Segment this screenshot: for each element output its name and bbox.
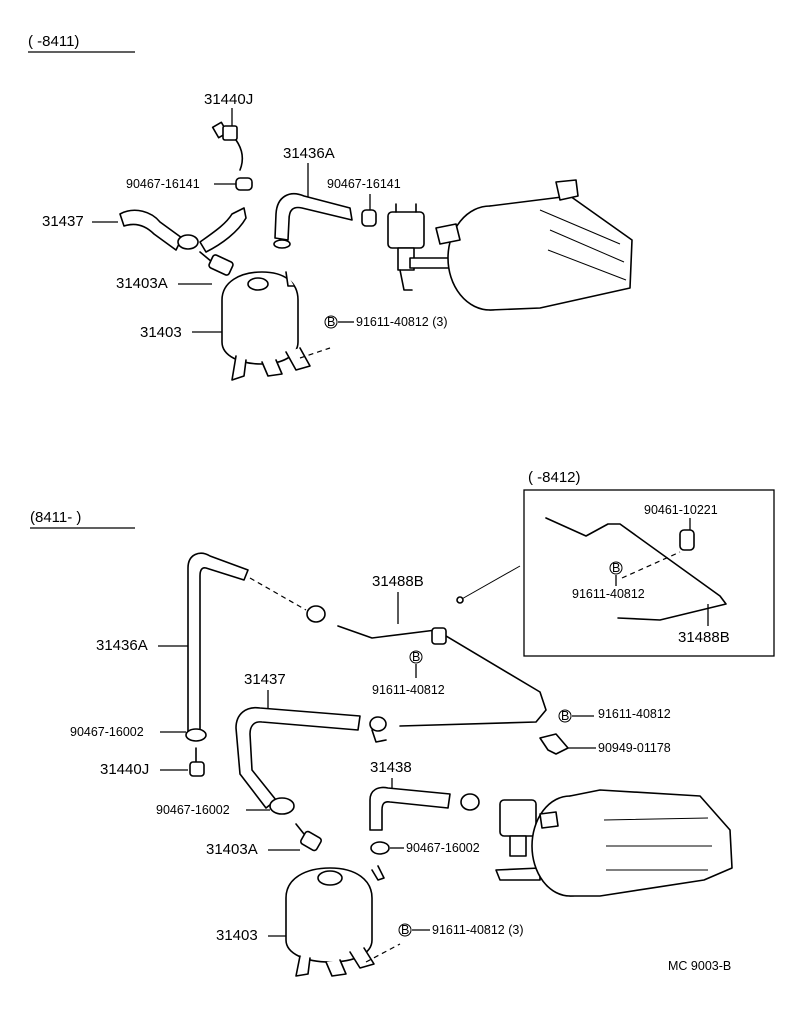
valve-31403A (295, 823, 322, 852)
bottom-label-clamp-c: 90467-16002 (406, 841, 480, 855)
inset-box (523, 489, 775, 657)
top-label-bolt: 91611-40812 (3) (356, 315, 448, 329)
top-label-clamp-right: 90467-16141 (327, 177, 401, 191)
inset-pointer-dot (456, 596, 464, 604)
bottom-bolt-badge-text: B (401, 923, 409, 937)
clamp (370, 841, 390, 855)
clamp-bracket (539, 733, 569, 755)
bolt-badge (609, 561, 623, 575)
hose-31438 (369, 786, 451, 831)
booster-assembly-top (387, 179, 633, 311)
bottom-label-31436A: 31436A (96, 637, 148, 654)
footer-code: MC 9003-B (668, 959, 731, 973)
dashed-leader (621, 551, 681, 579)
pipe-31488B (337, 625, 547, 727)
clamp (369, 716, 387, 732)
bottom-label-bolt-bottom: 91611-40812 (3) (432, 923, 524, 937)
valve-31440J (211, 121, 244, 171)
clip (431, 627, 447, 645)
bottom-label-bolt-right: 91611-40812 (598, 707, 671, 721)
inset-label-bolt: 91611-40812 (572, 587, 645, 601)
bottom-label-31437: 31437 (244, 671, 286, 688)
clamp (269, 797, 295, 815)
clamp (185, 728, 207, 742)
inset-label-clip: 90461-10221 (644, 503, 718, 517)
hose-31436A (187, 552, 249, 735)
tank-31403 (221, 271, 311, 381)
clamp (460, 793, 480, 811)
bottom-label-31438: 31438 (370, 759, 412, 776)
top-label-31403: 31403 (140, 324, 182, 341)
top-label-31436A: 31436A (283, 145, 335, 162)
bolt-badge (558, 709, 572, 723)
bottom-label-clamp-a: 90467-16002 (70, 725, 144, 739)
bolt-badge (324, 315, 338, 329)
hose-31436A (274, 192, 353, 241)
bottom-bolt-mid-badge-text: B (412, 650, 420, 664)
hose-31437-b (199, 207, 247, 253)
valve-31440J (189, 747, 205, 777)
bottom-label-clamp-bracket: 90949-01178 (598, 741, 671, 755)
bottom-label-31403: 31403 (216, 927, 258, 944)
bottom-label-31403A: 31403A (206, 841, 258, 858)
top-label-31440J: 31440J (204, 91, 253, 108)
inset-range-label: ( -8412) (528, 469, 581, 486)
clamp (306, 605, 326, 623)
bottom-label-31440J: 31440J (100, 761, 149, 778)
clamp (177, 234, 199, 250)
dashed-leader (299, 347, 331, 359)
tank-31403 (285, 865, 385, 977)
top-label-clamp-left: 90467-16141 (126, 177, 200, 191)
hose-31437 (235, 706, 361, 809)
clamp (273, 239, 291, 249)
top-range-label: ( -8411) (28, 33, 79, 50)
bolt-badge (409, 650, 423, 664)
inset-pipe-31488B (545, 517, 727, 621)
hose-31437 (119, 209, 183, 251)
top-label-31403A: 31403A (116, 275, 168, 292)
bottom-label-31488B: 31488B (372, 573, 424, 590)
inset-label-pipe: 31488B (678, 629, 730, 646)
bottom-section: (8411- ) ( -8412) 90461-10221 B 91611-40… (30, 469, 775, 977)
clamp (235, 177, 253, 191)
inset-pointer (459, 565, 521, 601)
top-section: ( -8411) 31440J 31436A 90467-16141 90467… (28, 33, 633, 381)
booster-assembly-bottom (495, 789, 733, 897)
clip (679, 529, 695, 551)
valve-31403A (199, 251, 234, 276)
dashed-leader (249, 577, 307, 611)
clamp-tab (371, 729, 387, 743)
top-bolt-badge-text: B (327, 315, 335, 329)
bottom-label-clamp-b: 90467-16002 (156, 803, 230, 817)
bolt-badge (398, 923, 412, 937)
clamp (361, 209, 377, 227)
bottom-bolt-right-badge-text: B (561, 709, 569, 723)
bottom-range-label: (8411- ) (30, 509, 81, 526)
dashed-leader (365, 943, 401, 963)
top-label-31437: 31437 (42, 213, 84, 230)
inset-bolt-badge-text: B (612, 561, 620, 575)
bottom-label-bolt-mid: 91611-40812 (372, 683, 445, 697)
